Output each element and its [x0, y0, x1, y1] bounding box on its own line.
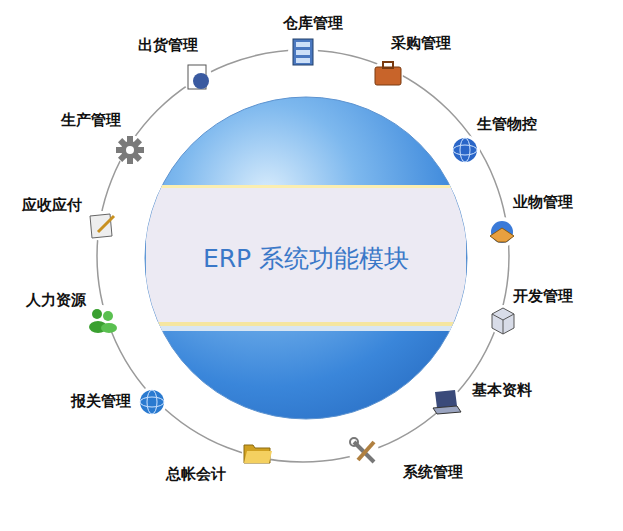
module-icon [288, 37, 318, 67]
module-icon [349, 437, 379, 467]
module-label: 生产管理 [61, 111, 121, 130]
module-label: 人力资源 [26, 291, 86, 310]
module-label: 报关管理 [71, 392, 131, 411]
module-label: 出货管理 [138, 36, 198, 55]
module-label: 基本资料 [472, 381, 532, 400]
module-icon [137, 387, 167, 417]
module-label: 生管物控 [477, 115, 537, 134]
module-icon [87, 305, 117, 335]
module-icon [450, 135, 480, 165]
module-label: 总帐会计 [166, 465, 226, 484]
icon-group [87, 37, 518, 468]
module-label: 应收应付 [22, 196, 82, 215]
module-label: 业物管理 [513, 193, 573, 212]
sphere [145, 97, 467, 419]
module-icon [87, 211, 117, 241]
module-icon [432, 387, 462, 417]
module-ring [97, 50, 509, 462]
module-label: 系统管理 [403, 463, 463, 482]
module-icon [373, 59, 403, 89]
module-icon [487, 217, 517, 247]
module-icon [488, 305, 518, 335]
module-label: 仓库管理 [283, 14, 343, 33]
module-icon [242, 438, 272, 468]
module-label: 开发管理 [513, 287, 573, 306]
module-icon [182, 62, 212, 92]
title-band: ERP 系统功能模块 [146, 185, 466, 331]
module-label: 采购管理 [391, 34, 451, 53]
band-title: ERP 系统功能模块 [203, 242, 409, 275]
module-icon [115, 135, 145, 165]
